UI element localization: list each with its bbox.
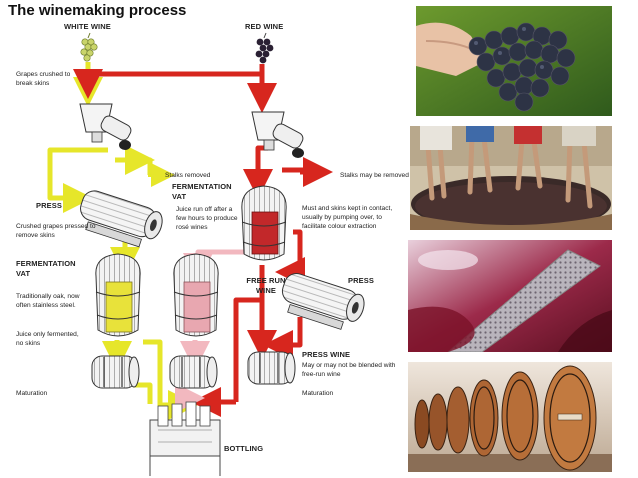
bottling-machine-icon	[149, 401, 221, 476]
grape-bunch-photo	[416, 6, 612, 116]
must-and-skins-note: Must and skins kept in contact, usually …	[302, 205, 393, 230]
fermentation-vat-red-heading: FERMENTATION VAT	[172, 182, 232, 201]
red-barrel-icon	[247, 351, 296, 385]
press-wine-heading: PRESS WINE	[302, 350, 351, 359]
bottling-heading: BOTTLING	[224, 444, 264, 453]
maturation-white-note: Maturation	[16, 390, 48, 397]
white-grapes-icon	[80, 32, 98, 62]
red-fermentation-vat-icon	[241, 185, 287, 261]
rose-fermentation-vat-icon	[173, 253, 219, 337]
stalks-removed-note: Stalks removed	[165, 172, 211, 179]
red-grapes-icon	[255, 32, 274, 64]
white-crusher-icon	[79, 103, 132, 150]
grape-treading-photo	[410, 126, 612, 230]
grapes-crushed-note: Grapes crushed to break skins	[16, 71, 71, 87]
traditionally-oak-note: Traditionally oak, now often stainless s…	[16, 293, 80, 309]
maturation-red-note: Maturation	[302, 390, 334, 397]
juice-run-off-note: Juice run off after a few hours to produ…	[176, 206, 238, 231]
red-must-press-photo	[408, 240, 612, 352]
fermentation-vat-white-heading: FERMENTATION VAT	[16, 259, 76, 278]
rose-barrel-icon	[169, 355, 218, 389]
free-run-wine-heading: FREE RUN WINE	[246, 276, 286, 295]
crushed-grapes-pressed-note: Crushed grapes pressed to remove skins	[16, 223, 96, 239]
may-or-may-not-note: May or may not be blended with free-run …	[302, 362, 396, 378]
white-wine-heading: WHITE WINE	[64, 22, 111, 31]
red-crusher-icon	[251, 111, 304, 158]
red-wine-flow	[73, 64, 333, 417]
red-press-icon	[281, 272, 365, 330]
press-red-heading: PRESS	[348, 276, 374, 285]
red-wine-heading: RED WINE	[245, 22, 284, 31]
white-wine-flow	[47, 62, 198, 420]
oak-barrels-cellar-photo	[408, 362, 612, 472]
press-heading: PRESS	[36, 201, 62, 210]
white-press-icon	[80, 190, 163, 248]
stalks-may-be-removed-note: Stalks may be removed	[340, 172, 409, 179]
white-fermentation-vat-icon	[95, 253, 141, 337]
page-title: The winemaking process	[8, 2, 187, 19]
juice-only-note: Juice only fermented, no skins	[16, 331, 79, 347]
white-barrel-icon	[91, 355, 140, 389]
